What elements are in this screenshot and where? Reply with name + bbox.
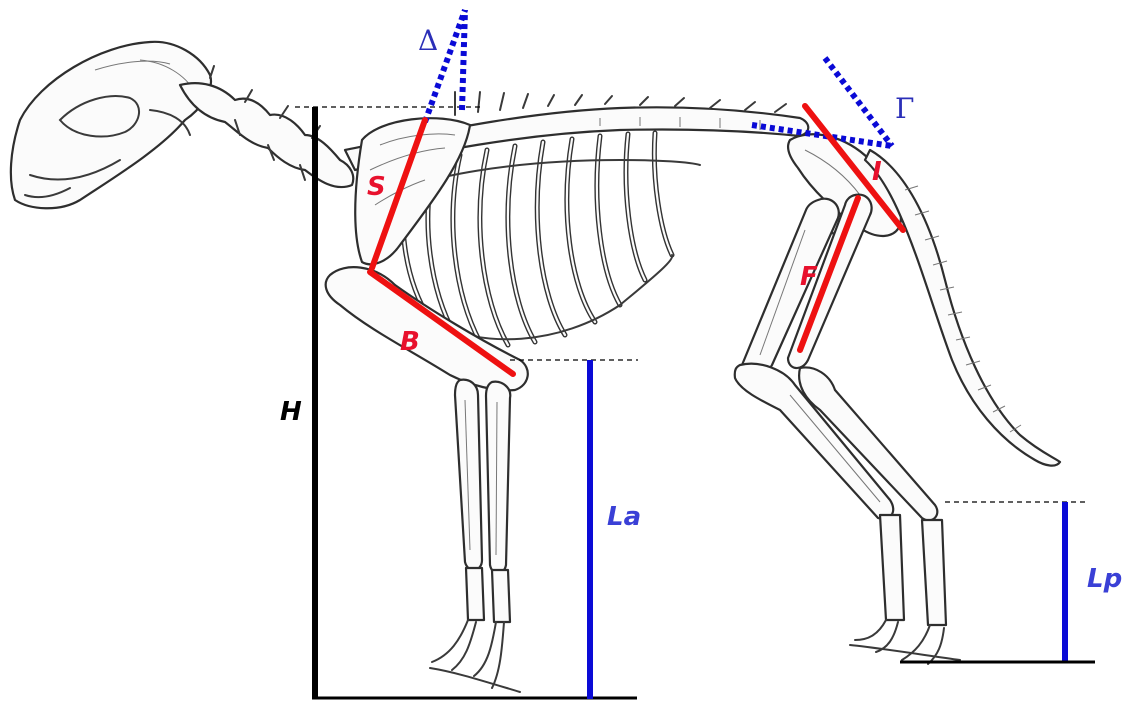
height-label: H [280, 397, 302, 427]
scapula-label: S [367, 172, 386, 202]
pelvis-label: I [872, 157, 882, 187]
pelvic-angle-label: Γ [895, 92, 914, 125]
hindleg-length-label: Lp [1087, 564, 1122, 594]
skeleton-illustration [11, 42, 1060, 692]
humerus-label: B [400, 327, 420, 357]
skull [11, 42, 211, 208]
foreleg-bones [326, 267, 528, 692]
tail [865, 150, 1060, 466]
neck-vertebrae [180, 66, 353, 187]
foreleg-length-label: La [607, 502, 641, 532]
femur-label: F [800, 262, 818, 292]
shoulder-angle-label: Δ [418, 24, 438, 57]
